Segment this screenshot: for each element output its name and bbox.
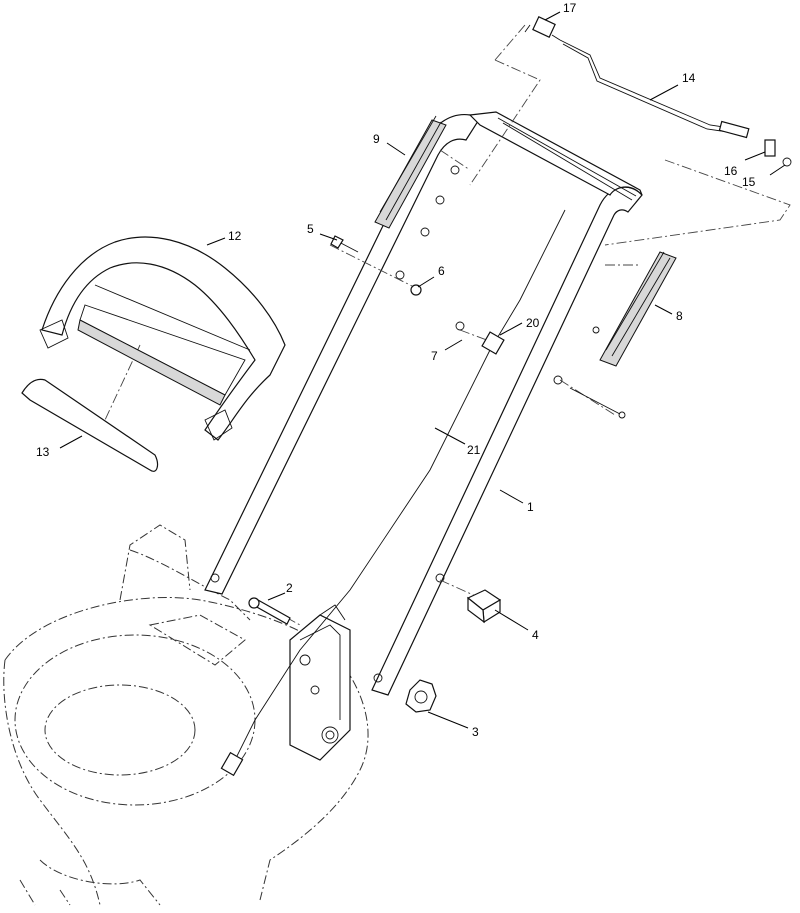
grass-bag-frame [39,236,286,441]
callout-7: 7 [431,339,463,363]
callout-label: 4 [532,628,539,642]
callout-13: 13 [36,435,83,459]
callout-5: 5 [307,222,338,241]
callout-label: 15 [742,175,756,189]
callout-9: 9 [373,132,406,156]
grass-bag-panel [21,378,159,472]
callout-3: 3 [427,711,479,739]
callout-label: 7 [431,349,438,363]
right-grip [599,251,677,367]
callout-21: 21 [434,427,481,457]
callout-6: 6 [417,264,445,288]
callout-label: 1 [527,500,534,514]
callout-17: 17 [544,1,577,21]
callouts: 1 2 3 4 5 6 7 8 [36,1,786,739]
callout-label: 13 [36,445,50,459]
callout-8: 8 [654,304,683,323]
left-grip [374,115,447,229]
callout-16: 16 [724,151,766,178]
bail-bar [524,16,792,167]
callout-15: 15 [742,164,786,189]
callout-12: 12 [206,229,242,246]
callout-label: 8 [676,309,683,323]
callout-label: 14 [682,71,696,85]
hardware [248,235,626,713]
callout-label: 6 [438,264,445,278]
callout-label: 16 [724,164,738,178]
callout-label: 3 [472,725,479,739]
callout-14: 14 [649,71,696,101]
callout-label: 5 [307,222,314,236]
callout-label: 21 [467,443,481,457]
callout-label: 20 [526,316,540,330]
callout-label: 9 [373,132,380,146]
callout-20: 20 [499,316,540,336]
handle-bracket [289,604,351,761]
callout-label: 12 [228,229,242,243]
control-cable [220,209,566,777]
callout-label: 2 [286,581,293,595]
callout-label: 17 [563,1,577,15]
callout-1: 1 [499,489,534,514]
callout-4: 4 [494,609,539,642]
callout-2: 2 [267,581,293,601]
